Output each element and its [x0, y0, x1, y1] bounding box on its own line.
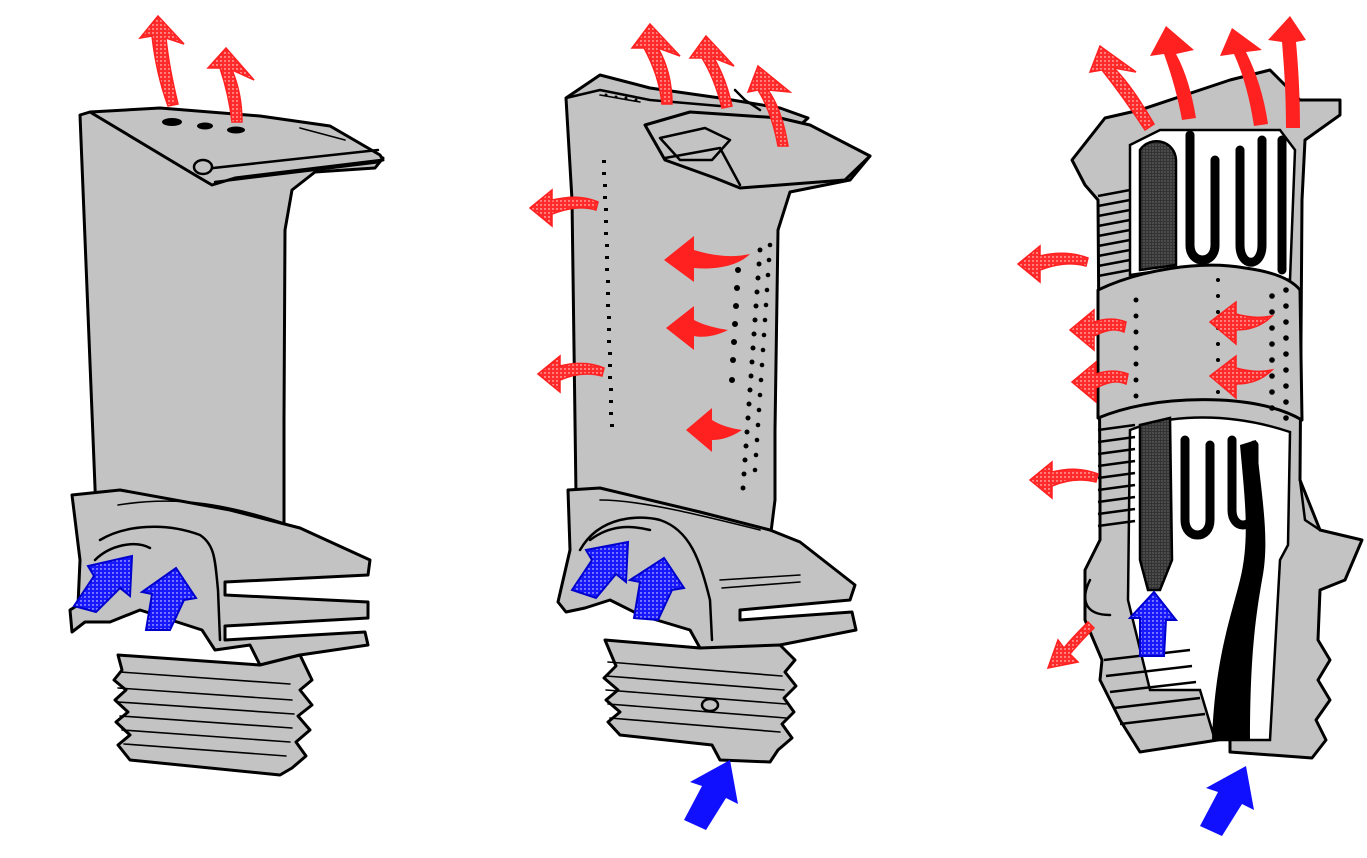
- root-firtree-2: [602, 638, 798, 764]
- exhaust-arrow: [206, 46, 255, 123]
- cooling-inlet-arrows-3: [1127, 590, 1254, 836]
- leading-edge-tube-lower: [1138, 416, 1174, 592]
- cooling-air-arrow: [570, 540, 630, 600]
- supply-channel: [1212, 440, 1266, 740]
- exhaust-arrow: [536, 354, 605, 394]
- film-holes-leading-rows: [729, 242, 773, 491]
- blade-convection-cooled: [68, 14, 385, 777]
- leading-edge-tube-upper: [1138, 140, 1178, 272]
- exhaust-arrows-3: [1016, 16, 1306, 669]
- cooling-inlet-arrows-2: [570, 540, 738, 830]
- exhaust-arrow: [664, 236, 750, 282]
- exhaust-arrows-1: [138, 14, 255, 123]
- cutaway-cooling-holes: [1133, 278, 1289, 421]
- exhaust-arrows-2: [528, 22, 793, 452]
- exhaust-arrow: [138, 14, 185, 107]
- exhaust-arrow: [1150, 26, 1196, 120]
- cooling-air-arrow: [1200, 766, 1254, 836]
- exhaust-arrow: [1028, 460, 1099, 500]
- blade-cutaway-serpentine: [1016, 16, 1364, 836]
- blade-film-cooled: [528, 22, 872, 830]
- tip-cap-2: [643, 110, 872, 190]
- exhaust-arrow: [1068, 308, 1127, 352]
- cooling-inlet-arrows-1: [72, 554, 198, 631]
- platform-shank-1: [68, 488, 372, 667]
- cooling-air-arrow: [627, 556, 686, 622]
- exhaust-arrow: [1268, 16, 1306, 128]
- exhaust-arrow: [1016, 244, 1089, 284]
- cooling-air-arrow: [1127, 590, 1179, 657]
- film-holes-trailing-row: [602, 160, 614, 427]
- exhaust-arrow: [1070, 360, 1129, 404]
- cooling-air-arrow: [684, 760, 738, 830]
- platform-shank-2: [556, 486, 858, 654]
- tip-cap-1: [88, 106, 385, 187]
- exhaust-arrow: [688, 34, 735, 109]
- pin-fins-lower: [1097, 423, 1136, 528]
- exhaust-arrow: [1208, 354, 1275, 400]
- exhaust-arrow: [630, 22, 681, 105]
- exhaust-arrow: [666, 306, 728, 350]
- exhaust-arrow: [1208, 300, 1275, 346]
- exhaust-arrow: [1046, 620, 1096, 669]
- exhaust-arrow: [686, 408, 742, 452]
- exhaust-arrow: [1220, 28, 1268, 126]
- exhaust-arrow: [1088, 44, 1156, 132]
- exhaust-arrow: [528, 188, 599, 228]
- cooling-air-arrow: [139, 566, 198, 631]
- root-firtree-1: [112, 653, 314, 777]
- serpentine-upper: [1185, 130, 1287, 275]
- cooling-air-arrow: [72, 554, 134, 614]
- exhaust-arrow: [746, 64, 793, 147]
- pin-fins-upper: [1097, 188, 1131, 278]
